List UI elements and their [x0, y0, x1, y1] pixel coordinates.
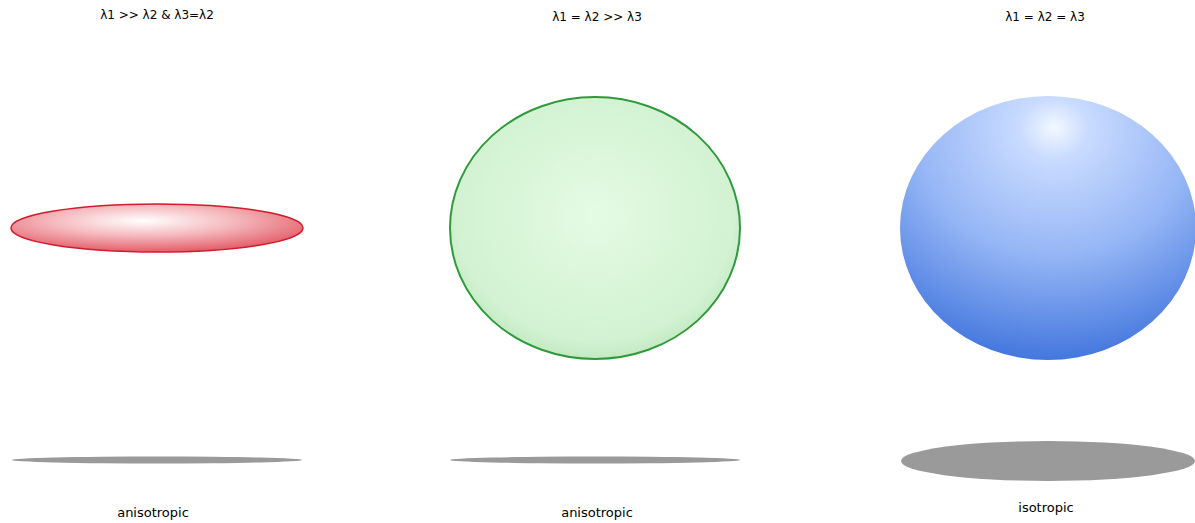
oblate-ellipsoid [450, 97, 740, 359]
shape-type-label: anisotropic [117, 505, 189, 521]
shape-type-label: anisotropic [561, 505, 633, 521]
eigenvalue-condition: λ1 >> λ2 & λ3=λ2 [100, 8, 214, 22]
prolate-ellipsoid [11, 204, 303, 252]
shadow [12, 457, 302, 464]
shadow [901, 441, 1195, 481]
sphere [900, 96, 1195, 360]
shape-type-label: isotropic [1018, 500, 1073, 516]
eigenvalue-condition: λ1 = λ2 = λ3 [1005, 10, 1085, 24]
eigenvalue-condition: λ1 = λ2 >> λ3 [552, 10, 642, 24]
shadow [450, 457, 740, 464]
